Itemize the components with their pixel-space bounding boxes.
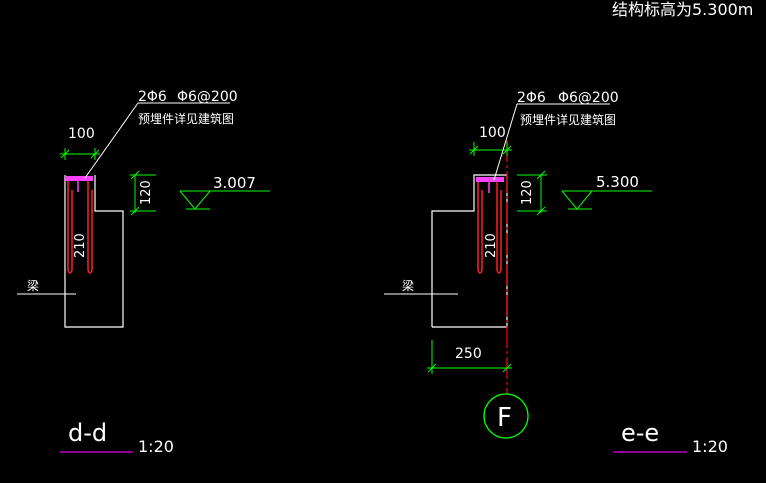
- rebar-hook-left: [477, 182, 483, 274]
- dim-height-total-label: 210: [73, 233, 88, 258]
- rebar-stirrup-label: Φ6@200: [177, 89, 238, 105]
- level-mark: [179, 190, 270, 210]
- rebar-main-label: 2Φ6: [517, 90, 546, 106]
- beam-label: 梁: [402, 278, 414, 293]
- section-e-e: 梁 F 100 120 210: [384, 90, 728, 456]
- dim-height-top-label: 120: [139, 180, 154, 205]
- leader-line: [84, 102, 139, 179]
- dim-offset-label: 250: [455, 346, 482, 362]
- rebar-stirrup-label: Φ6@200: [558, 90, 619, 106]
- level-mark: [561, 190, 652, 210]
- rebar-hook-right: [496, 182, 502, 274]
- beam-label: 梁: [27, 278, 39, 293]
- dim-height-top: [517, 170, 547, 216]
- elevation-note: 结构标高为5.300m: [612, 0, 753, 19]
- section-title: d-d: [68, 419, 107, 447]
- dim-height-total-label: 210: [484, 233, 499, 258]
- grid-axis-bubble: [483, 393, 529, 439]
- section-scale: 1:20: [138, 437, 174, 456]
- embed-note: 预埋件详见建筑图: [520, 112, 616, 127]
- section-scale: 1:20: [692, 437, 728, 456]
- stirrup: [66, 176, 93, 181]
- level-label: 3.007: [213, 174, 256, 192]
- dim-width: [60, 148, 100, 160]
- dim-height-top: [130, 170, 156, 216]
- dim-height-top-label: 120: [520, 180, 535, 205]
- embed-note: 预埋件详见建筑图: [138, 111, 234, 126]
- dim-width: [469, 142, 512, 156]
- section-title: e-e: [621, 419, 659, 447]
- rebar-hook-right: [87, 181, 93, 274]
- rebar-hook-left: [67, 181, 73, 274]
- dim-offset: [427, 340, 512, 374]
- stirrup: [476, 177, 504, 182]
- grid-axis-label: F: [497, 403, 512, 433]
- leader-line: [493, 103, 518, 181]
- dim-width-label: 100: [68, 126, 95, 142]
- section-outline: [64, 175, 124, 328]
- rebar-main-label: 2Φ6: [138, 89, 167, 105]
- level-label: 5.300: [596, 173, 639, 191]
- section-d-d: 梁 100 120 210 2Φ6 Φ6@200 预: [17, 89, 270, 456]
- dim-width-label: 100: [479, 125, 506, 141]
